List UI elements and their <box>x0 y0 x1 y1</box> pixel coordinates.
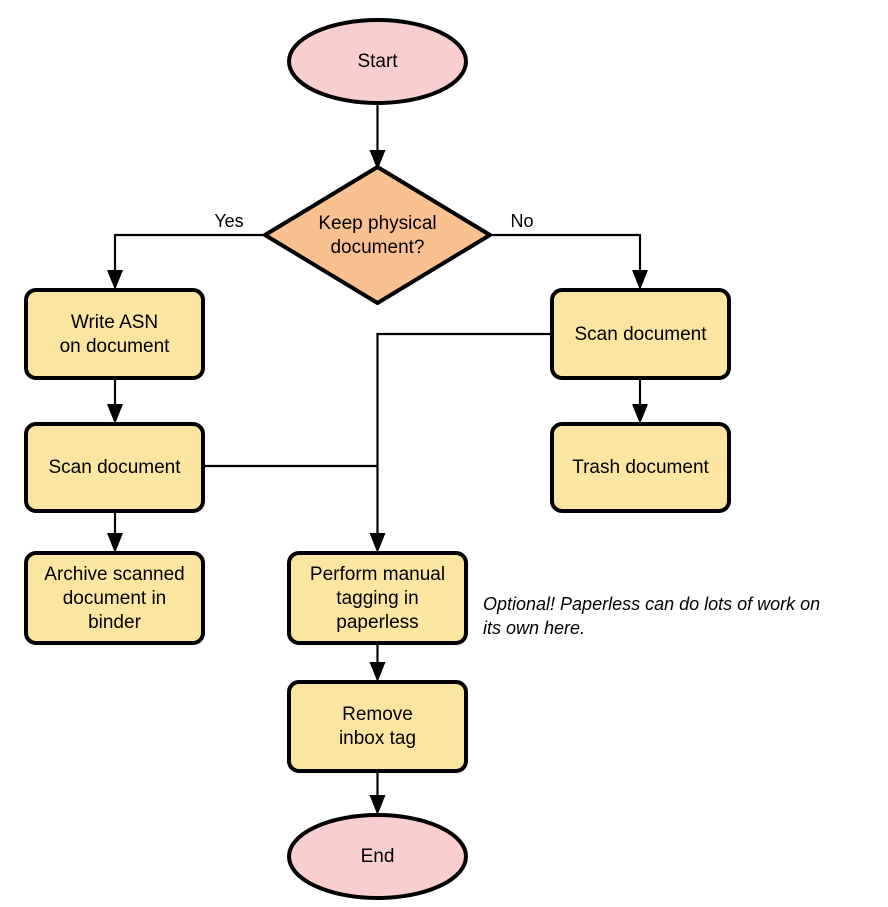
node-decision-keep-physical-document[interactable]: Keep physical document? <box>263 165 492 305</box>
edge-remove-to-end <box>369 771 386 815</box>
edge-line-scan-right-tagging <box>376 332 552 541</box>
end-label: End <box>361 846 395 867</box>
trash-document-box[interactable] <box>550 422 731 513</box>
write-asn-label-line2: on document <box>60 336 171 357</box>
scan-document-right-label: Scan document <box>574 324 707 345</box>
decision-label-line2: document? <box>330 237 424 258</box>
decision-diamond[interactable] <box>263 165 492 305</box>
scan-document-left-box[interactable] <box>24 422 205 513</box>
node-start[interactable]: Start <box>287 18 468 105</box>
archive-label-line1: Archive scanned <box>44 564 184 585</box>
edge-scan-left-to-archive <box>107 511 123 553</box>
edge-line-decision-scan-right <box>490 233 642 278</box>
archive-box[interactable] <box>24 551 205 645</box>
node-scan-document-right[interactable]: Scan document <box>550 288 731 380</box>
node-trash-document[interactable]: Trash document <box>550 422 731 513</box>
arrowhead-scan-right-tagging <box>369 533 386 553</box>
arrowhead-tagging-remove <box>369 662 386 682</box>
edge-decision-yes: Yes <box>107 211 265 290</box>
arrowhead-scan-right-trash <box>632 404 648 424</box>
node-write-asn-on-document[interactable]: Write ASN on document <box>24 288 205 380</box>
edge-decision-no: No <box>490 211 648 290</box>
arrowhead-scan-left-archive <box>107 533 123 553</box>
annotation-optional-note-line2: its own here. <box>483 618 585 638</box>
edge-label-no: No <box>510 211 533 231</box>
arrowhead-start-decision <box>369 150 386 170</box>
write-asn-label-line1: Write ASN <box>71 312 158 333</box>
tagging-label-line3: paperless <box>336 612 418 633</box>
node-perform-manual-tagging[interactable]: Perform manual tagging in paperless <box>287 551 468 645</box>
node-end[interactable]: End <box>287 813 468 900</box>
end-ellipse[interactable] <box>287 813 468 900</box>
arrowhead-decision-scan-right <box>632 270 648 290</box>
remove-inbox-tag-label-line1: Remove <box>342 704 413 725</box>
edge-line-decision-write-asn <box>113 233 265 278</box>
node-remove-inbox-tag[interactable]: Remove inbox tag <box>287 680 468 773</box>
edge-start-to-decision <box>369 103 386 170</box>
start-label: Start <box>357 51 398 72</box>
edge-scan-right-to-tagging <box>369 332 552 553</box>
scan-document-right-box[interactable] <box>550 288 731 380</box>
arrowhead-remove-end <box>369 795 386 815</box>
arrowhead-decision-write-asn <box>107 270 123 290</box>
tagging-label-line1: Perform manual <box>310 564 445 585</box>
remove-inbox-tag-box[interactable] <box>287 680 468 773</box>
node-archive-scanned-document[interactable]: Archive scanned document in binder <box>24 551 205 645</box>
edge-tagging-to-remove <box>369 643 386 682</box>
node-scan-document-left[interactable]: Scan document <box>24 422 205 513</box>
remove-inbox-tag-label-line2: inbox tag <box>339 728 416 749</box>
archive-label-line3: binder <box>88 612 141 633</box>
decision-label-line1: Keep physical <box>318 213 436 234</box>
edge-label-yes: Yes <box>214 211 243 231</box>
edge-write-asn-to-scan-left <box>107 378 123 424</box>
annotation-optional-note-line1: Optional! Paperless can do lots of work … <box>483 594 820 614</box>
tagging-box[interactable] <box>287 551 468 645</box>
write-asn-box[interactable] <box>24 288 205 380</box>
arrowhead-write-asn-scan-left <box>107 404 123 424</box>
tagging-label-line2: tagging in <box>336 588 418 609</box>
start-ellipse[interactable] <box>287 18 468 105</box>
annotation-optional-note: Optional! Paperless can do lots of work … <box>483 594 820 638</box>
archive-label-line2: document in <box>63 588 167 609</box>
edge-scan-right-to-trash <box>632 378 648 424</box>
scan-document-left-label: Scan document <box>48 457 181 478</box>
trash-document-label: Trash document <box>572 457 709 478</box>
